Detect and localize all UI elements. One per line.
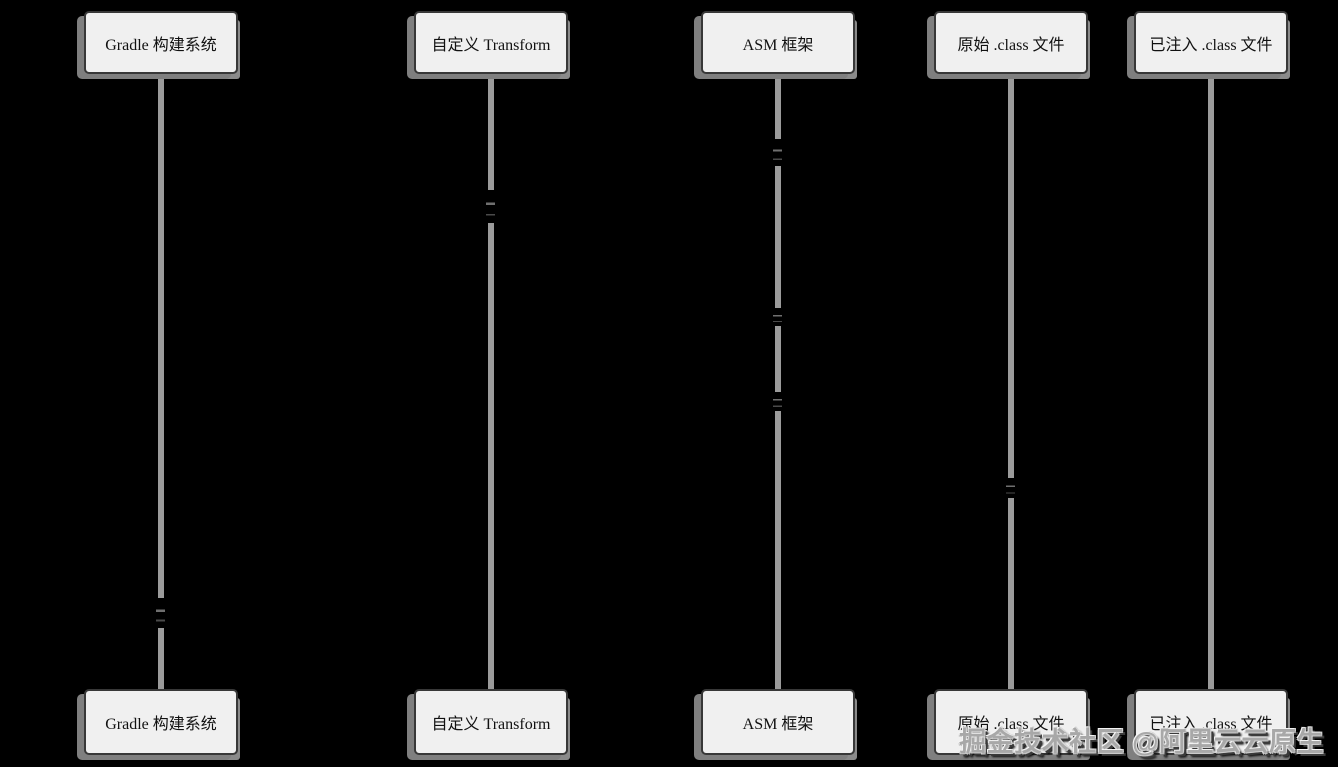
- arrowhead-mark: [773, 308, 782, 326]
- participant-top-transform: 自定义 Transform: [414, 11, 568, 74]
- participant-column-asm: ASM 框架 ASM 框架: [701, 0, 855, 767]
- participant-label: 自定义 Transform: [431, 716, 551, 733]
- arrowhead-mark: [156, 598, 165, 628]
- participant-label: 自定义 Transform: [431, 36, 551, 54]
- participant-column-injected-class: 已注入 .class 文件 已注入 .class 文件: [1134, 0, 1288, 767]
- arrowhead-mark: [773, 392, 782, 411]
- participant-label: Gradle 构建系统: [105, 36, 217, 54]
- participant-top-injected-class: 已注入 .class 文件: [1134, 11, 1288, 74]
- participant-top-gradle: Gradle 构建系统: [84, 11, 238, 74]
- watermark: 掘金技术社区 @阿里云云原生: [959, 727, 1324, 757]
- arrowhead-mark: [1006, 478, 1015, 498]
- participant-label: ASM 框架: [742, 36, 814, 54]
- participant-label: Gradle 构建系统: [105, 716, 217, 733]
- participant-label: ASM 框架: [742, 716, 814, 733]
- participant-bottom-transform: 自定义 Transform: [414, 689, 568, 755]
- participant-top-original-class: 原始 .class 文件: [934, 11, 1088, 74]
- participant-column-original-class: 原始 .class 文件 原始 .class 文件: [934, 0, 1088, 767]
- participant-bottom-asm: ASM 框架: [701, 689, 855, 755]
- lifeline-gradle: [158, 74, 164, 689]
- participant-label: 原始 .class 文件: [957, 716, 1065, 733]
- lifeline-transform: [488, 74, 494, 689]
- participant-column-gradle: Gradle 构建系统 Gradle 构建系统: [84, 0, 238, 767]
- arrowhead-mark: [773, 139, 782, 166]
- participant-top-asm: ASM 框架: [701, 11, 855, 74]
- participant-column-transform: 自定义 Transform 自定义 Transform: [414, 0, 568, 767]
- participant-label: 原始 .class 文件: [957, 36, 1065, 54]
- participant-label: 已注入 .class 文件: [1149, 36, 1273, 54]
- lifeline-original-class: [1008, 74, 1014, 689]
- arrowhead-mark: [486, 190, 495, 223]
- participant-bottom-injected-class: 已注入 .class 文件: [1134, 689, 1288, 755]
- participant-label: 已注入 .class 文件: [1149, 716, 1273, 733]
- lifeline-asm: [775, 74, 781, 689]
- participant-bottom-gradle: Gradle 构建系统: [84, 689, 238, 755]
- participant-bottom-original-class: 原始 .class 文件: [934, 689, 1088, 755]
- lifeline-injected-class: [1208, 74, 1214, 689]
